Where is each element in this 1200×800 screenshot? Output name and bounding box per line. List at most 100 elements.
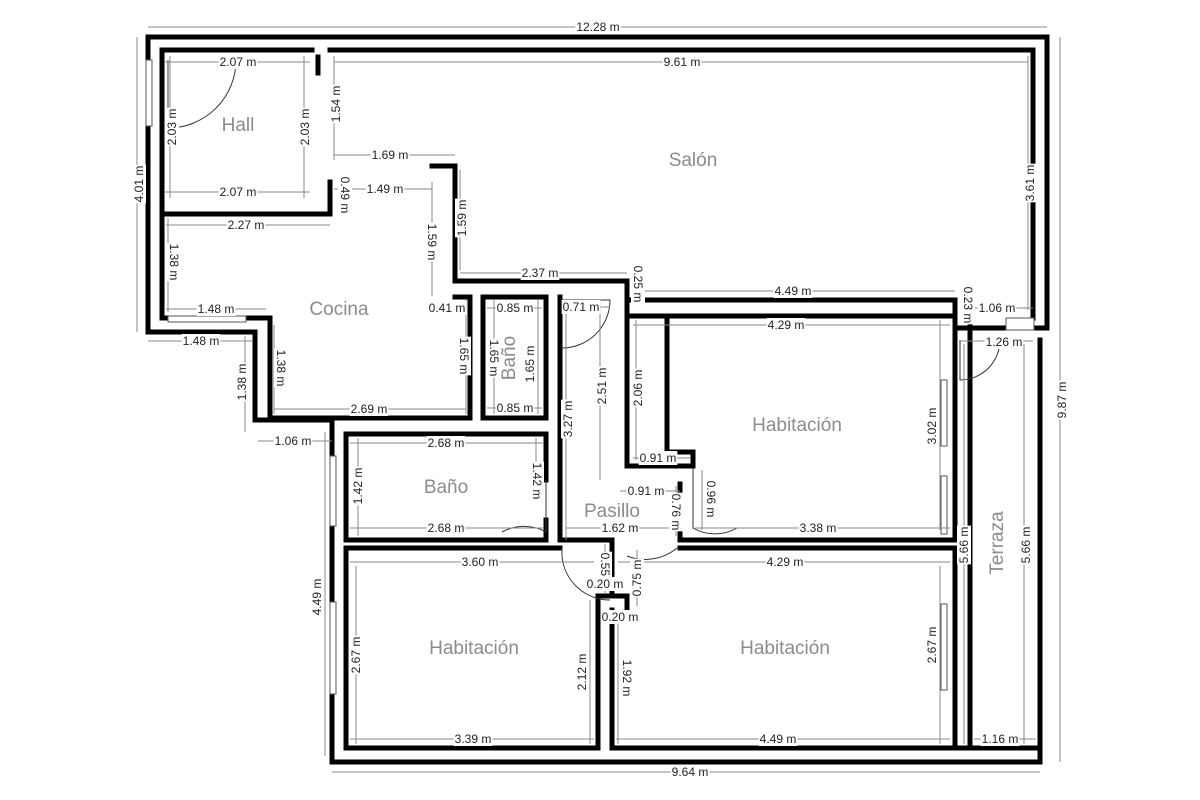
dimension-label-backing — [620, 658, 634, 698]
dim-cocina-bottom: 2.69 m — [351, 402, 388, 416]
dim-449-bottom: 4.49 m — [760, 732, 797, 746]
dim-106a: 1.06 m — [979, 301, 1016, 315]
dim-449-left: 4.49 m — [310, 579, 324, 616]
dim-020b: 0.20 m — [602, 610, 639, 624]
dim-148a: 1.48 m — [198, 302, 235, 316]
dimension-label-backing — [631, 264, 645, 304]
dim-360: 3.60 m — [462, 555, 499, 569]
room-label-pasillo: Pasillo — [584, 501, 640, 522]
dim-169: 1.69 m — [372, 148, 409, 162]
dimension-label-backing — [925, 625, 939, 665]
dimension-label-backing — [773, 284, 813, 298]
dimension-label-backing — [704, 479, 718, 519]
dimension-label-backing — [426, 521, 466, 535]
dim-bano-top: 2.68 m — [428, 436, 465, 450]
dim-566a: 5.66 m — [957, 527, 971, 564]
dimension-label-backing — [457, 336, 471, 376]
dim-338: 3.38 m — [800, 521, 837, 535]
dim-126: 1.26 m — [986, 335, 1023, 349]
dim-041: 0.41 m — [429, 301, 466, 315]
dimension-label-backing — [218, 55, 258, 69]
dim-hall-bottom: 2.07 m — [220, 185, 257, 199]
dimension-label-backing — [631, 368, 645, 408]
dimension-label-backing — [310, 577, 324, 617]
dim-267b: 2.67 m — [925, 627, 939, 664]
room-labels: Hall Salón Cocina Baño Baño Pasillo Habi… — [222, 115, 1008, 659]
dimension-label-backing — [427, 301, 467, 315]
dim-237: 2.37 m — [522, 266, 559, 280]
dim-salon-right: 3.61 m — [1023, 165, 1037, 202]
dim-192: 1.92 m — [620, 660, 634, 697]
dimension-label-backing — [370, 148, 410, 162]
dim-cocina-left: 1.38 m — [167, 244, 181, 281]
dim-076: 0.76 m — [669, 494, 683, 531]
dim-116: 1.16 m — [982, 732, 1019, 746]
dim-bano-085-bottom: 0.85 m — [497, 401, 534, 415]
dim-049: 0.49 m — [338, 177, 352, 214]
dim-023: 0.23 m — [961, 287, 975, 324]
room-label-cocina: Cocina — [309, 299, 369, 320]
dim-096: 0.96 m — [704, 481, 718, 518]
dim-159b: 1.59 m — [455, 200, 469, 237]
dimension-label-backing — [1055, 380, 1069, 420]
dimension-label-backing — [218, 185, 258, 199]
dim-bano-085-top: 0.85 m — [497, 301, 534, 315]
dimension-label-backing — [235, 362, 249, 402]
dim-251: 2.51 m — [595, 368, 609, 405]
dim-106b: 1.06 m — [275, 434, 312, 448]
dimension-label-backing — [274, 348, 288, 388]
dimension-label-backing — [455, 198, 469, 238]
dimension-labels: 12.28 m 2.07 m 9.61 m 2.03 m 2.03 m 2.07… — [132, 20, 1069, 779]
dimension-label-backing — [167, 242, 181, 282]
dim-hall-right: 2.03 m — [298, 109, 312, 146]
dimension-label-backing — [961, 285, 975, 325]
dimension-label-backing — [585, 577, 625, 591]
dim-bano-left: 1.42 m — [351, 468, 365, 505]
dimension-label-backing — [365, 182, 405, 196]
windows — [145, 59, 1035, 695]
dimension-label-backing — [425, 222, 439, 262]
dim-327: 3.27 m — [561, 401, 575, 438]
room-label-bano-small: Baño — [499, 336, 520, 380]
dim-206: 2.06 m — [631, 370, 645, 407]
dim-071: 0.71 m — [563, 300, 600, 314]
dimension-label-backing — [662, 55, 702, 69]
dimension-label-backing — [298, 107, 312, 147]
dimension-label-backing — [977, 301, 1017, 315]
dim-149: 1.49 m — [367, 182, 404, 196]
dimension-label-backing — [349, 635, 363, 675]
dim-165a: 1.65 m — [457, 338, 471, 375]
dimension-label-backing — [669, 492, 683, 532]
dimension-label-backing — [561, 300, 601, 314]
dim-429b: 4.29 m — [767, 555, 804, 569]
dimension-label-backing — [495, 301, 535, 315]
dimension-label-backing — [181, 334, 221, 348]
dimension-label-backing — [758, 732, 798, 746]
dim-bano-bottom: 2.68 m — [428, 521, 465, 535]
dimension-label-backing — [520, 266, 560, 280]
dim-total-bottom: 9.64 m — [672, 765, 709, 779]
dimension-label-backing — [196, 302, 236, 316]
dim-bano-165-left: 1.65 m — [487, 340, 501, 377]
dimension-label-backing — [426, 436, 466, 450]
dimension-label-backing — [349, 402, 389, 416]
dim-159a: 1.59 m — [425, 224, 439, 261]
dim-987: 9.87 m — [1055, 382, 1069, 419]
dim-left-outer: 4.01 m — [132, 166, 146, 203]
dim-091b: 0.91 m — [628, 484, 665, 498]
dimension-label-backing — [351, 466, 365, 506]
dim-138a: 1.38 m — [274, 350, 288, 387]
dimension-label-backing — [670, 765, 710, 779]
room-label-salon: Salón — [669, 150, 718, 171]
dimension-label-backing — [460, 555, 500, 569]
dim-hall-left: 2.03 m — [165, 109, 179, 146]
dim-hall-top: 2.07 m — [220, 55, 257, 69]
dimension-label-backing — [600, 610, 640, 624]
dimension-label-backing — [273, 434, 313, 448]
room-label-terraza: Terraza — [987, 511, 1008, 575]
dim-total-top: 12.28 m — [576, 20, 619, 34]
dimension-label-backing — [925, 406, 939, 446]
dim-148b: 1.48 m — [183, 334, 220, 348]
room-label-habitacion-bottom-right: Habitación — [740, 638, 830, 659]
dimension-label-backing — [575, 20, 621, 34]
